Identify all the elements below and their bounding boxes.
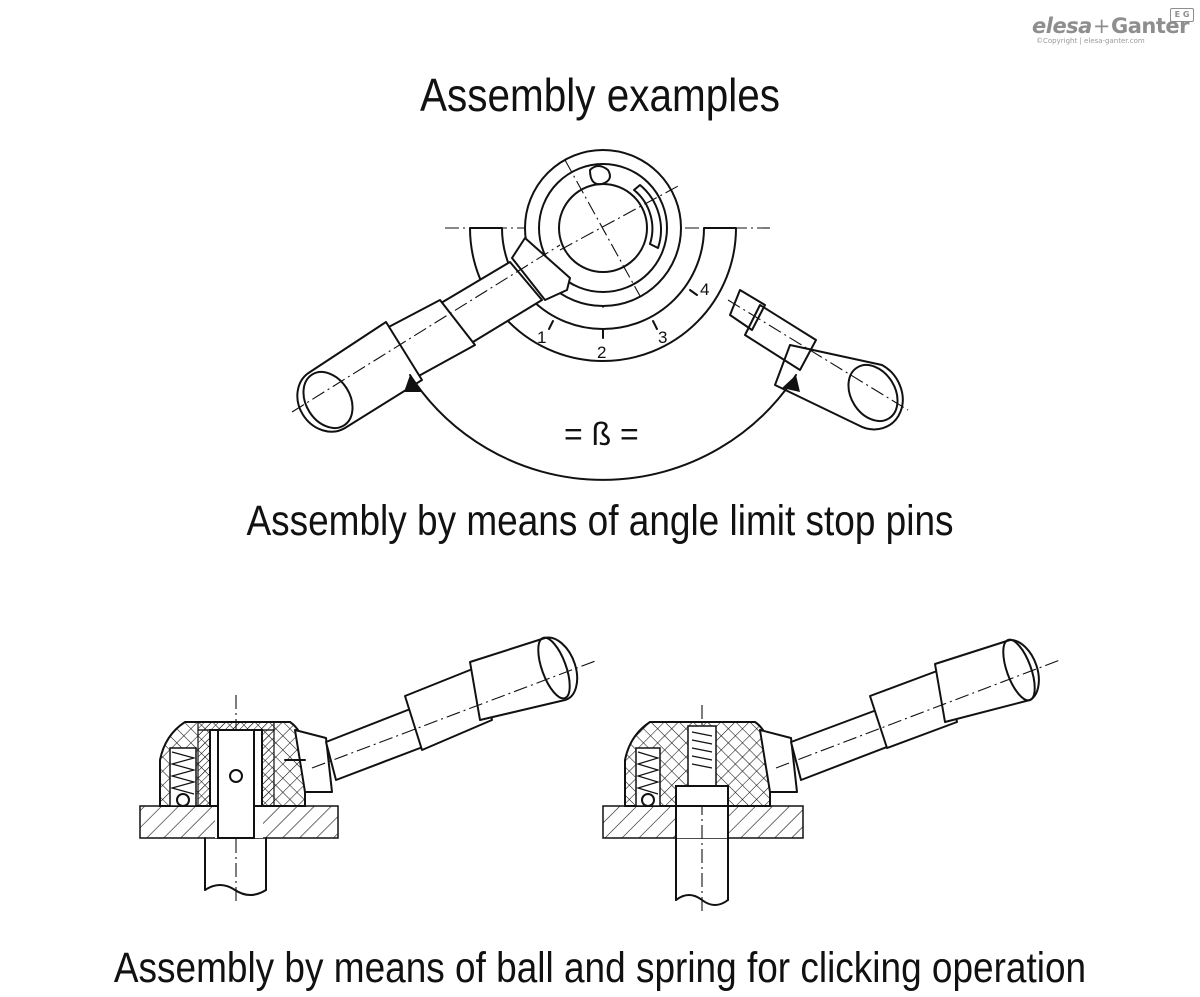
scale-mark-3: 3 xyxy=(658,328,667,347)
brand-name-sep: + xyxy=(1092,14,1111,38)
brand-logo: elesa+Ganter E G ©Copyright | elesa-gant… xyxy=(1030,8,1196,48)
scale-ticks xyxy=(548,289,698,339)
scale-mark-1: 1 xyxy=(537,328,546,347)
lever-right-phantom xyxy=(727,289,909,431)
caption-ball-spring: Assembly by means of ball and spring for… xyxy=(113,944,1087,992)
page-title: Assembly examples xyxy=(420,69,780,121)
arrowhead-left xyxy=(404,375,422,392)
brand-copyright: ©Copyright | elesa-ganter.com xyxy=(1036,37,1145,45)
angle-label: = ß = xyxy=(564,416,639,452)
brand-name: elesa+Ganter xyxy=(1032,14,1189,38)
ball-spring-figure-left xyxy=(139,636,599,905)
caption-angle-stop: Assembly by means of angle limit stop pi… xyxy=(246,497,954,545)
lever-left xyxy=(291,237,571,433)
scale-mark-2: 2 xyxy=(597,343,606,362)
brand-name-part2: Ganter xyxy=(1110,14,1190,38)
scale-mark-4: 4 xyxy=(700,280,709,299)
ball-spring-figure-right xyxy=(602,638,1061,912)
arrowhead-right xyxy=(782,375,800,392)
brand-name-part1: elesa xyxy=(1032,14,1092,38)
brand-badge: E G xyxy=(1170,8,1194,22)
angle-stop-figure: 1 2 3 4 xyxy=(291,149,909,481)
